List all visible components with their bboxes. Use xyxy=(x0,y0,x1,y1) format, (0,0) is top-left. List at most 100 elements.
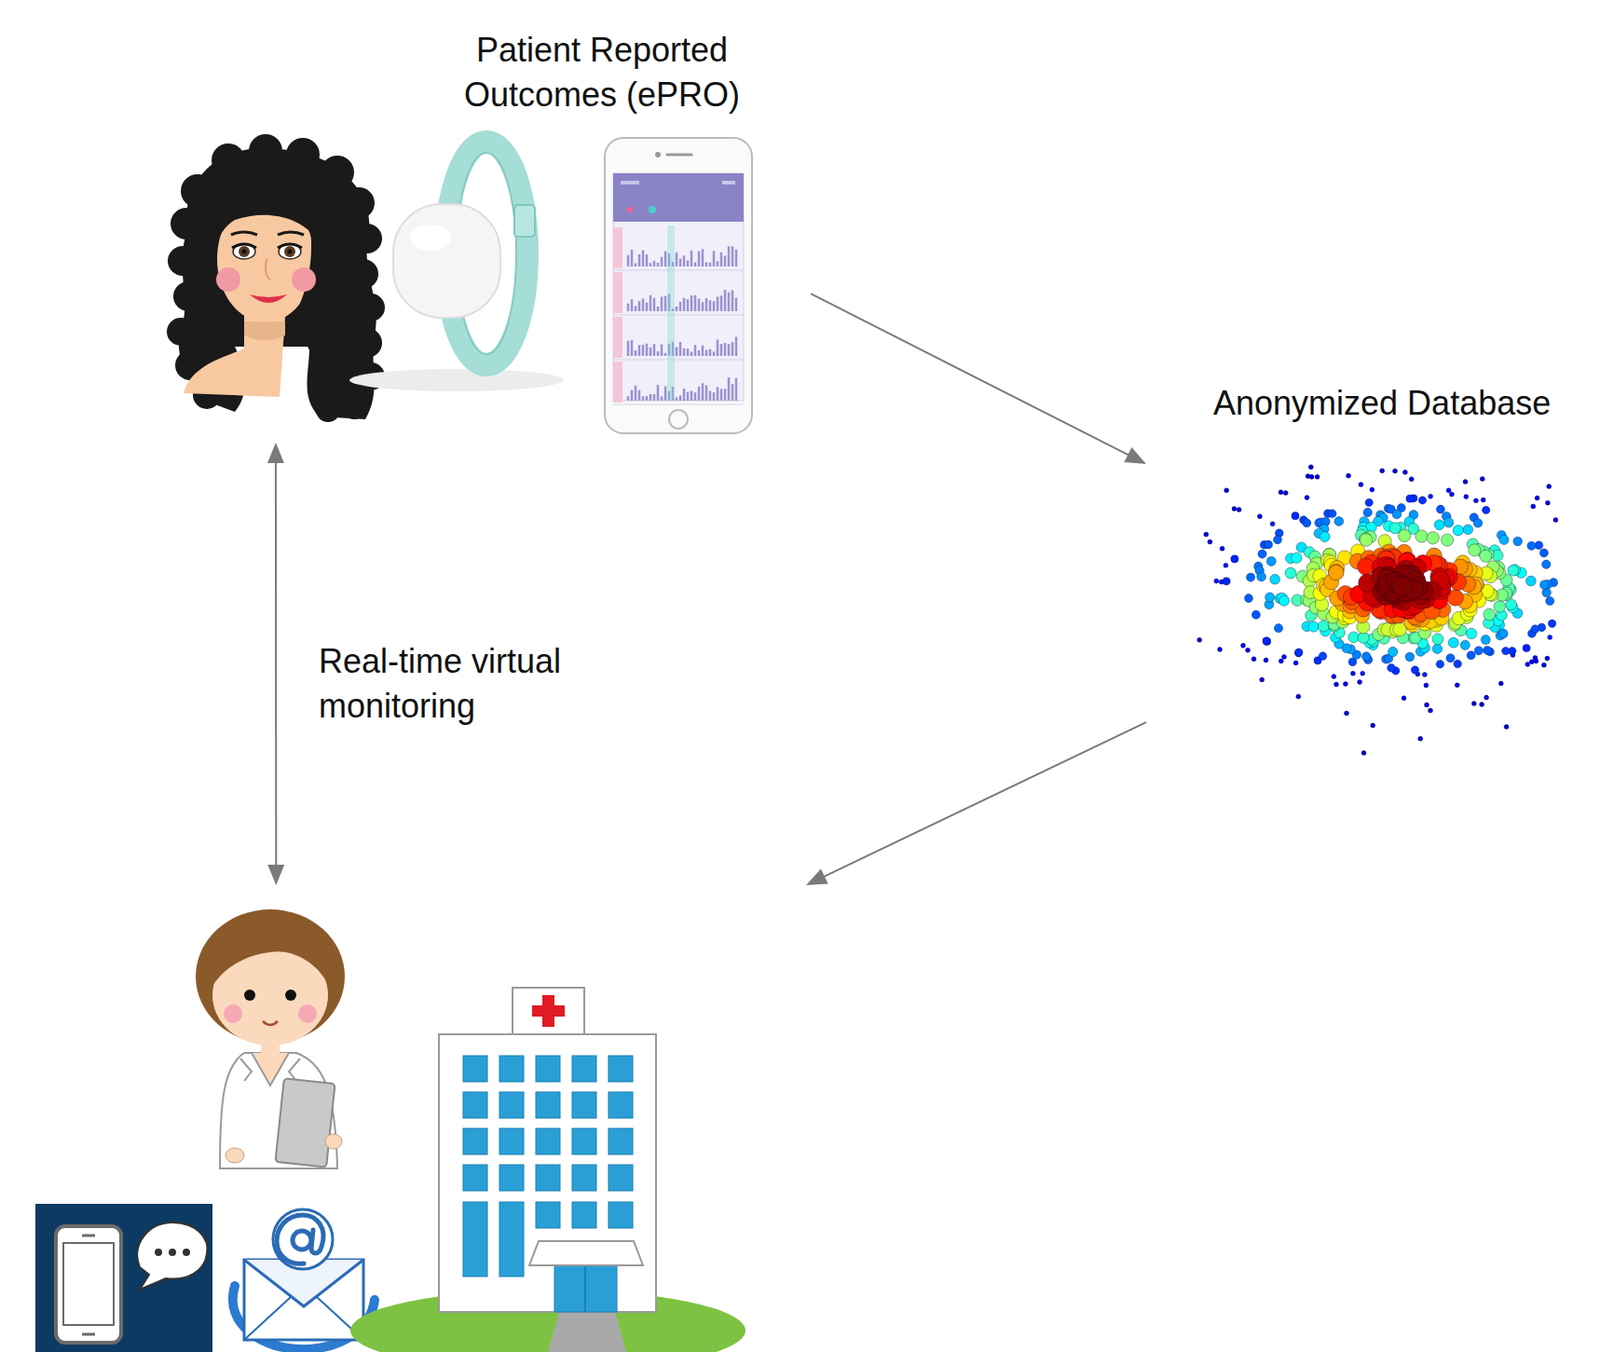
scatter-dot xyxy=(1291,512,1300,520)
patient-figure-part-part xyxy=(173,281,204,312)
clinician-figure-part xyxy=(274,1078,335,1167)
scatter-dot xyxy=(1540,580,1550,590)
scatter-dot xyxy=(1483,645,1492,655)
scatter-dot xyxy=(1318,652,1327,661)
patient-figure-part xyxy=(291,267,316,292)
scatter-dot xyxy=(1449,492,1454,497)
scatter-dot xyxy=(1473,498,1478,504)
patient-figure-part-part xyxy=(320,155,355,190)
scatter-dot xyxy=(1452,525,1464,536)
scatter-dot xyxy=(1479,476,1485,481)
scatter-dot xyxy=(1424,702,1430,708)
diagram-group xyxy=(27,885,811,1352)
message-icon-part xyxy=(82,1234,96,1238)
scatter-dot xyxy=(1263,637,1272,645)
arrow-line xyxy=(822,722,1147,877)
scatter-dot xyxy=(1453,659,1463,669)
scatter-dot xyxy=(1314,474,1320,479)
scatter-dot xyxy=(1406,494,1414,503)
message-icon-part xyxy=(136,1222,207,1290)
email-icon-part xyxy=(276,1215,324,1264)
phone-app-part xyxy=(627,206,633,213)
scatter-dot xyxy=(1473,519,1483,529)
flow-arrow xyxy=(810,293,1147,465)
scatter-dot xyxy=(1534,495,1540,501)
scatter-plot xyxy=(1197,464,1559,756)
patient-figure-part xyxy=(242,249,247,255)
scatter-dot xyxy=(1230,555,1239,563)
scatter-dot xyxy=(1525,661,1531,667)
scatter-dot xyxy=(1504,724,1509,730)
scatter-dot xyxy=(1444,518,1454,528)
hospital-building-part-part xyxy=(499,1164,524,1191)
scatter-dot xyxy=(1482,505,1491,514)
hospital-building-part xyxy=(584,1263,587,1313)
scatter-dot xyxy=(1262,637,1271,645)
scatter-dot xyxy=(1415,530,1428,543)
scatter-dot xyxy=(1334,682,1340,687)
scatter-dot xyxy=(1463,478,1468,484)
scatter-dot xyxy=(1217,646,1223,652)
wristband-device-part xyxy=(514,205,535,237)
scatter-dot xyxy=(1291,552,1302,563)
scatter-dot xyxy=(1362,652,1371,661)
scatter-dot xyxy=(1223,562,1229,568)
hospital-building-part-part xyxy=(608,1202,633,1229)
chart-bars xyxy=(628,336,737,356)
scatter-dot xyxy=(1285,567,1297,579)
flow-arrow xyxy=(267,442,285,886)
clinician-figure-part xyxy=(325,1134,342,1149)
clinician-figure-part xyxy=(225,1148,245,1163)
scatter-dot xyxy=(1380,468,1385,474)
hospital-building-part xyxy=(547,1312,627,1352)
scatter-dot xyxy=(1197,637,1203,643)
clinician-figure-part xyxy=(240,1058,301,1081)
scatter-dot xyxy=(1273,624,1283,633)
patient-figure-part-part xyxy=(356,293,385,322)
scatter-dot xyxy=(1527,541,1536,550)
scatter-dot xyxy=(1465,628,1477,640)
scatter-dot xyxy=(1258,549,1267,559)
scatter-dot xyxy=(1296,694,1301,699)
scatter-dot xyxy=(1397,529,1410,542)
scatter-dot xyxy=(1446,654,1455,663)
scatter-dot xyxy=(1531,625,1540,634)
hospital-building-part-part xyxy=(499,1202,524,1277)
scatter-dot xyxy=(1441,533,1454,547)
scatter-dot xyxy=(1463,494,1469,500)
chart-strip xyxy=(613,272,623,314)
hospital-building-part-part xyxy=(572,1092,597,1119)
patient-figure-part xyxy=(215,190,321,245)
scatter-dot xyxy=(1328,564,1344,580)
scatter-dot xyxy=(1265,592,1275,602)
scatter-dot xyxy=(1498,629,1508,639)
scatter-dot xyxy=(1360,670,1366,676)
scatter-dot xyxy=(1263,657,1269,663)
scatter-dot xyxy=(1357,679,1363,684)
hospital-building xyxy=(350,987,746,1352)
scatter-dot xyxy=(1432,643,1442,654)
scatter-dot xyxy=(1435,505,1445,514)
scatter-dot xyxy=(1251,610,1260,619)
message-icon-part xyxy=(182,1248,191,1257)
message-icon-part xyxy=(55,1226,122,1343)
phone-app-part xyxy=(722,180,736,185)
scatter-dot xyxy=(1361,751,1367,756)
clinician-figure-part xyxy=(260,1041,280,1055)
scatter-dot xyxy=(1244,594,1254,603)
scatter-dot xyxy=(1264,540,1273,549)
scatter-dot xyxy=(1302,519,1312,528)
hospital-building-part-part xyxy=(608,1092,633,1119)
scatter-dot xyxy=(1308,464,1313,470)
hospital-building-part-part xyxy=(572,1202,597,1229)
phone-app-part xyxy=(613,173,744,222)
patient-figure-part xyxy=(231,232,258,235)
scatter-dot xyxy=(1392,576,1412,597)
patient-figure-part xyxy=(265,259,271,280)
chart-rule xyxy=(613,404,744,406)
email-icon-part xyxy=(292,1230,312,1250)
scatter-dot xyxy=(1545,656,1550,661)
hospital-building-part-part xyxy=(608,1128,633,1155)
